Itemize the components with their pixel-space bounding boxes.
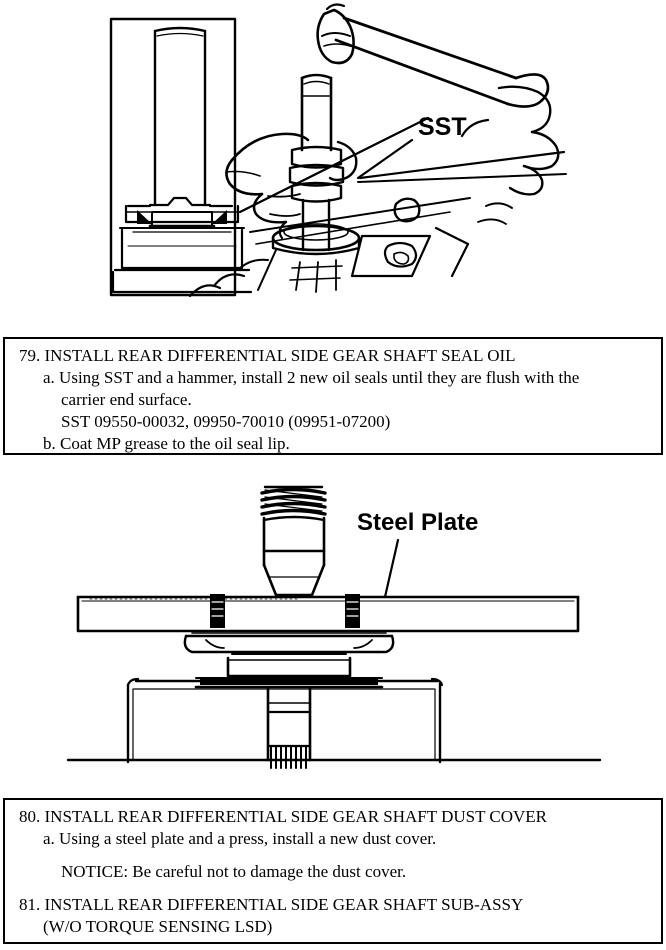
step-line: b. Coat MP grease to the oil seal lip.	[43, 434, 290, 453]
step-line: 81. INSTALL REAR DIFFERENTIAL SIDE GEAR …	[19, 895, 524, 914]
line-spacer	[15, 850, 651, 861]
step-line: SST 09550-00032, 09950-70010 (09951-0720…	[61, 412, 391, 431]
instruction-block-80: 80. INSTALL REAR DIFFERENTIAL SIDE GEAR …	[3, 798, 663, 944]
line-spacer	[15, 883, 651, 894]
instruction-block-79: 79. INSTALL REAR DIFFERENTIAL SIDE GEAR …	[3, 337, 663, 455]
step-line: 79. INSTALL REAR DIFFERENTIAL SIDE GEAR …	[19, 346, 516, 365]
steel-plate-callout-label: Steel Plate	[357, 509, 478, 536]
step-line: a. Using SST and a hammer, install 2 new…	[43, 368, 580, 387]
step-line: 80. INSTALL REAR DIFFERENTIAL SIDE GEAR …	[19, 807, 548, 826]
step-line: (W/O TORQUE SENSING LSD)	[43, 917, 273, 936]
sst-oil-seal-installation-illustration: SST	[0, 0, 666, 312]
step-line: carrier end surface.	[61, 390, 192, 409]
sst-callout-label: SST	[418, 113, 467, 141]
step-line: a. Using a steel plate and a press, inst…	[43, 829, 437, 848]
notice-line: NOTICE: Be careful not to damage the dus…	[61, 862, 407, 881]
dust-cover-press-illustration: Steel Plate	[0, 466, 666, 784]
